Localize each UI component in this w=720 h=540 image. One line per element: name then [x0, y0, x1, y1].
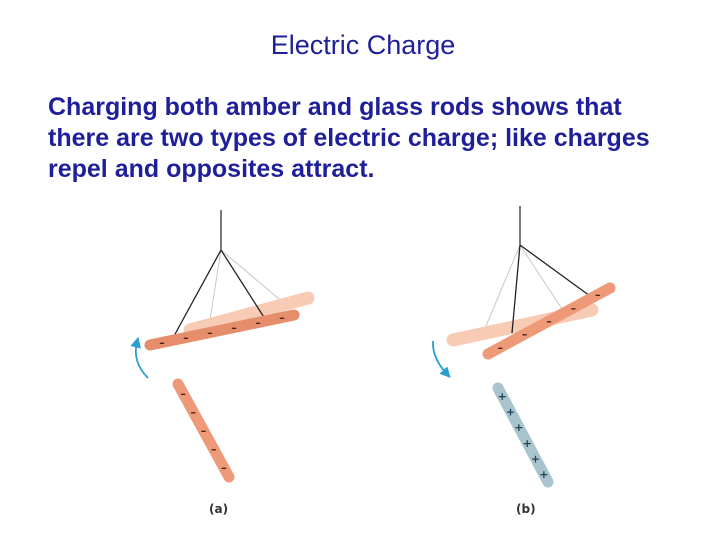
panel-a-upper-rod-outline [144, 309, 300, 351]
negative-charge-sign: – [522, 328, 528, 341]
negative-charge-sign: – [497, 341, 503, 354]
negative-charge-sign: – [595, 289, 601, 302]
panel-b-label: (b) [516, 502, 536, 516]
negative-charge-sign: – [207, 327, 213, 340]
positive-charge-sign: + [506, 406, 515, 419]
negative-charge-sign: – [221, 462, 227, 475]
panel-b-swing-arrow [432, 340, 451, 378]
negative-charge-sign: – [201, 425, 207, 438]
panel-a-ghost-string [220, 249, 286, 305]
panel-a-string-right [220, 249, 268, 323]
negative-charge-sign: – [180, 387, 186, 400]
negative-charge-sign: – [279, 312, 285, 325]
panel-a-ghost-rod [183, 291, 315, 337]
panel-a: (a) –––––– ––––– [130, 210, 315, 516]
negative-charge-sign: – [231, 322, 237, 335]
panel-a-ghost-string [208, 249, 222, 327]
panel-b-string-left [511, 244, 521, 334]
panel-b-ghost-string [485, 244, 521, 327]
slide-body-text: Charging both amber and glass rods shows… [48, 93, 650, 183]
positive-charge-sign: + [539, 468, 548, 481]
negative-charge-sign: – [183, 332, 189, 345]
negative-charge-sign: – [571, 302, 577, 315]
negative-charge-sign: – [211, 443, 217, 456]
positive-charge-sign: + [523, 437, 532, 450]
panel-a-label: (a) [209, 502, 228, 516]
panel-a-lower-rod [172, 378, 235, 483]
panel-a-upper-rod [144, 309, 300, 351]
positive-charge-sign: + [498, 390, 507, 403]
positive-charge-sign: + [514, 421, 523, 434]
panel-b-lower-rod-highlight [492, 382, 554, 488]
panel-a-swing-arrow [130, 336, 149, 379]
negative-charge-sign: – [159, 337, 165, 350]
panel-b-upper-rod [482, 282, 616, 360]
positive-charge-sign: + [531, 453, 540, 466]
panel-b-string-right [519, 244, 591, 297]
panel-b-ghost-string [519, 244, 567, 316]
negative-charge-sign: – [546, 315, 552, 328]
panel-b: (b) ––––– ++++++ [432, 206, 616, 516]
negative-charge-sign: – [191, 406, 197, 419]
negative-charge-sign: – [255, 317, 261, 330]
panel-b-lower-rod [492, 382, 554, 488]
slide-title: Electric Charge [270, 30, 456, 60]
panel-a-string-left [173, 249, 222, 337]
